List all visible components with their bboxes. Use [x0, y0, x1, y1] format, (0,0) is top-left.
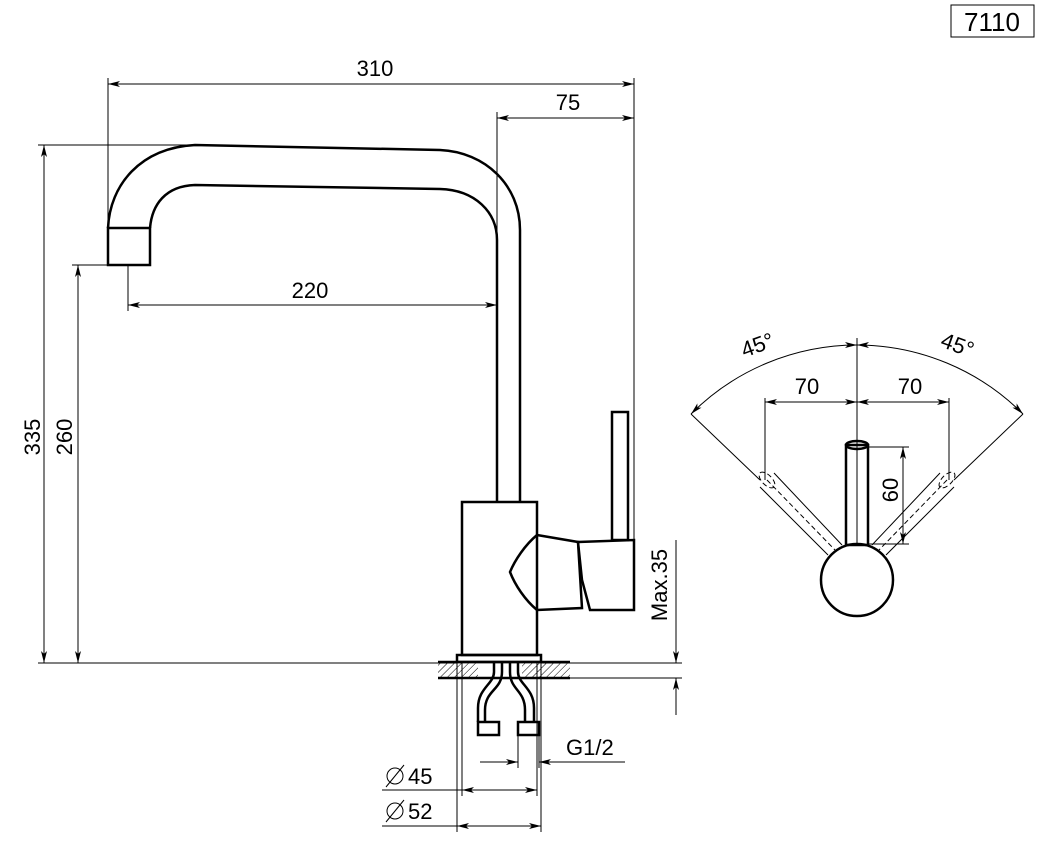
svg-text:45°: 45° [938, 328, 978, 363]
countertop-section [438, 660, 570, 680]
dimension-angle: 45° 45° [690, 328, 1024, 481]
dimension-spout-offset: 75 [496, 90, 634, 240]
lever-joint [508, 533, 584, 612]
diameter-icon [385, 764, 405, 788]
faucet-body [460, 500, 539, 657]
faucet-top-view: 45° 45° 70 70 60 [690, 328, 1024, 618]
faucet-side-view [106, 143, 636, 737]
dimension-thread: G1/2 [480, 735, 625, 768]
model-number: 7110 [964, 7, 1020, 37]
svg-text:335: 335 [20, 419, 45, 456]
dimension-spout-reach: 220 [127, 240, 498, 311]
lever-handle [576, 538, 636, 612]
diameter-icon [385, 799, 405, 823]
dimension-lever-length: 60 [868, 446, 909, 545]
svg-text:70: 70 [795, 374, 819, 399]
dimension-swing: 70 70 [764, 374, 950, 480]
faucet-body-top [819, 542, 895, 618]
svg-text:45: 45 [408, 764, 432, 789]
supply-hoses [476, 662, 541, 737]
svg-text:220: 220 [292, 278, 329, 303]
svg-text:60: 60 [878, 478, 903, 502]
svg-text:260: 260 [52, 419, 77, 456]
spout-outline [106, 143, 522, 502]
dimension-diameter-52: 52 [382, 662, 542, 832]
spout-inner-outline [148, 183, 499, 502]
aerator [106, 226, 152, 267]
svg-text:310: 310 [357, 56, 394, 81]
model-number-box: 7110 [950, 4, 1035, 38]
dimension-max-thickness: Max.35 [541, 540, 682, 715]
lever-right-position [871, 471, 956, 556]
svg-text:70: 70 [898, 374, 922, 399]
lever-left-position [758, 471, 843, 556]
svg-text:45°: 45° [738, 328, 778, 363]
dimension-spout-height: 260 [52, 264, 108, 663]
svg-text:75: 75 [556, 90, 580, 115]
dimension-overall-height: 335 [20, 144, 457, 664]
svg-text:52: 52 [408, 799, 432, 824]
svg-text:G1/2: G1/2 [566, 735, 614, 760]
dimension-overall-width: 310 [107, 56, 635, 540]
lever-rod [610, 410, 630, 542]
dimension-diameter-45: 45 [382, 662, 538, 796]
svg-text:Max.35: Max.35 [647, 549, 672, 621]
